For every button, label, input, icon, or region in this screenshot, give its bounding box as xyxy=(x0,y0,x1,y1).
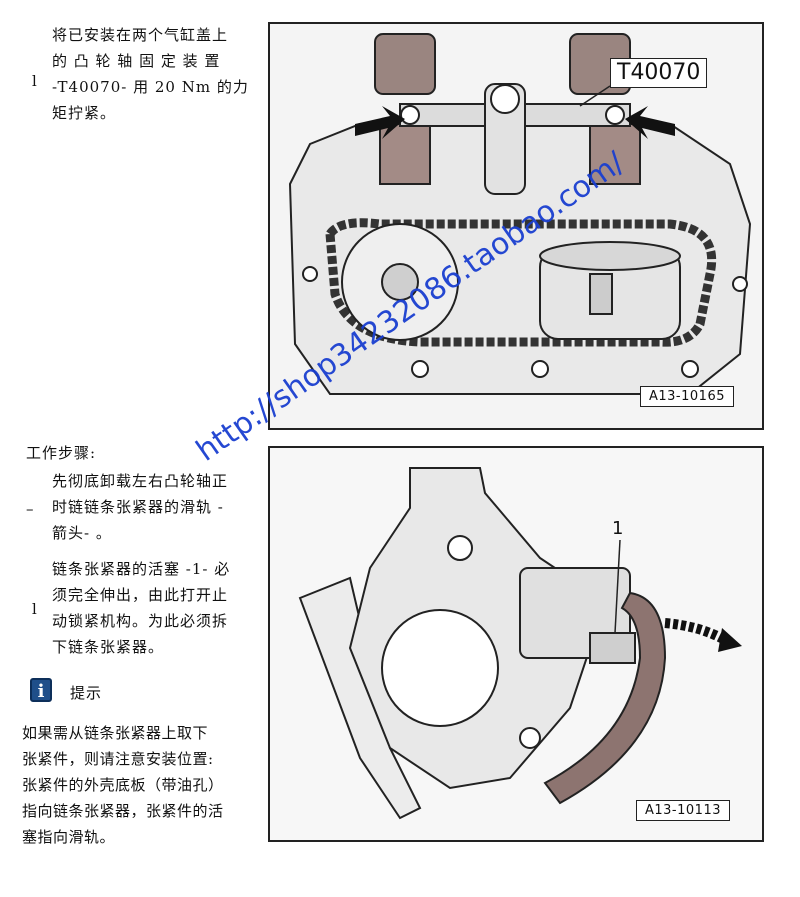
text-line: 箭头- 。 xyxy=(52,524,112,542)
text-line: 张紧件的外壳底板（带油孔） xyxy=(22,776,224,794)
section1-text: 将已安装在两个气缸盖上 的 凸 轮 轴 固 定 装 置 -T40070- 用 2… xyxy=(52,22,264,126)
text-line: 须完全伸出，由此打开止 xyxy=(52,586,229,604)
note-text: 如果需从链条张紧器上取下 张紧件，则请注意安装位置: 张紧件的外壳底板（带油孔）… xyxy=(22,720,267,850)
callout-label: 1 xyxy=(612,518,624,539)
text-line: -T40070- 用 20 Nm 的力 xyxy=(52,78,249,96)
text-line: 下链条张紧器。 xyxy=(52,638,165,656)
camshaft-illustration xyxy=(270,24,762,428)
text-line: 先彻底卸载左右凸轮轴正 xyxy=(52,472,229,490)
bullet-marker: l xyxy=(32,72,37,90)
text-line: 链条张紧器的活塞 -1- 必 xyxy=(52,560,231,578)
text-line: 张紧件，则请注意安装位置: xyxy=(22,750,214,768)
figure-id: A13-10165 xyxy=(640,386,734,407)
tensioner-illustration xyxy=(270,448,762,840)
info-icon: i xyxy=(30,678,52,702)
text-line: 如果需从链条张紧器上取下 xyxy=(22,724,209,742)
text-line: 指向链条张紧器，张紧件的活 xyxy=(22,802,224,820)
step2-text: 链条张紧器的活塞 -1- 必 须完全伸出，由此打开止 动锁紧机构。为此必须拆 下… xyxy=(52,556,264,660)
tool-label: T40070 xyxy=(610,58,708,88)
bullet-marker: – xyxy=(26,500,34,518)
text-line: 矩拧紧。 xyxy=(52,104,117,122)
figure-chain-tensioner: 1 A13-10113 xyxy=(268,446,764,842)
text-line: 的 凸 轮 轴 固 定 装 置 xyxy=(52,52,221,70)
text-line: 塞指向滑轨。 xyxy=(22,828,116,846)
bullet-marker: l xyxy=(32,600,37,618)
text-line: 将已安装在两个气缸盖上 xyxy=(52,26,229,44)
hint-label: 提示 xyxy=(70,684,103,702)
text-line: 时链链条张紧器的滑轨 - xyxy=(52,498,224,516)
figure-id: A13-10113 xyxy=(636,800,730,821)
figure-camshaft-fixture: T40070 A13-10165 xyxy=(268,22,764,430)
text-line: 动锁紧机构。为此必须拆 xyxy=(52,612,229,630)
steps-heading: 工作步骤: xyxy=(26,444,97,462)
step1-text: 先彻底卸载左右凸轮轴正 时链链条张紧器的滑轨 - 箭头- 。 xyxy=(52,468,264,546)
